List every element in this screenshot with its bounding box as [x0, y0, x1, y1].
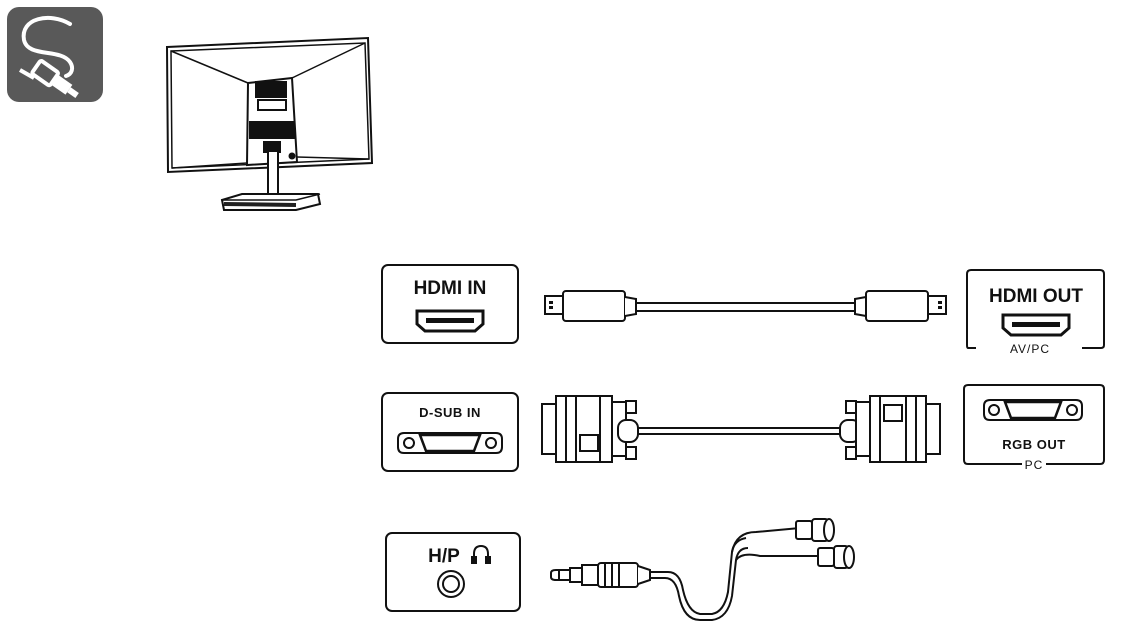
vga-cable [541, 395, 941, 463]
headphone-port-panel: H/P [385, 532, 521, 612]
hdmi-in-label: HDMI IN [414, 278, 487, 299]
audio-jack-icon [437, 570, 465, 598]
hdmi-port-icon [1001, 313, 1071, 337]
hdmi-port-icon [415, 309, 485, 333]
cable-plug-icon [7, 7, 103, 102]
hdmi-out-label: HDMI OUT [989, 286, 1083, 307]
vga-port-icon [397, 432, 503, 454]
monitor-back-illustration [165, 36, 374, 211]
headphone-label: H/P [428, 546, 460, 567]
audio-y-cable [550, 518, 855, 621]
dsub-in-port-panel: D-SUB IN [381, 392, 519, 472]
hdmi-cable [544, 290, 947, 322]
rgb-out-label: RGB OUT [1002, 437, 1065, 452]
headphone-icon [471, 544, 491, 564]
rgb-out-sublabel: PC [1025, 458, 1044, 472]
hdmi-in-port-panel: HDMI IN [381, 264, 519, 344]
rgb-out-port-panel: RGB OUT PC [963, 384, 1105, 472]
vga-port-icon [983, 399, 1083, 421]
dsub-in-label: D-SUB IN [419, 405, 481, 420]
hdmi-out-sublabel: AV/PC [1010, 342, 1050, 356]
hdmi-out-port-panel: HDMI OUT AV/PC [966, 269, 1105, 356]
